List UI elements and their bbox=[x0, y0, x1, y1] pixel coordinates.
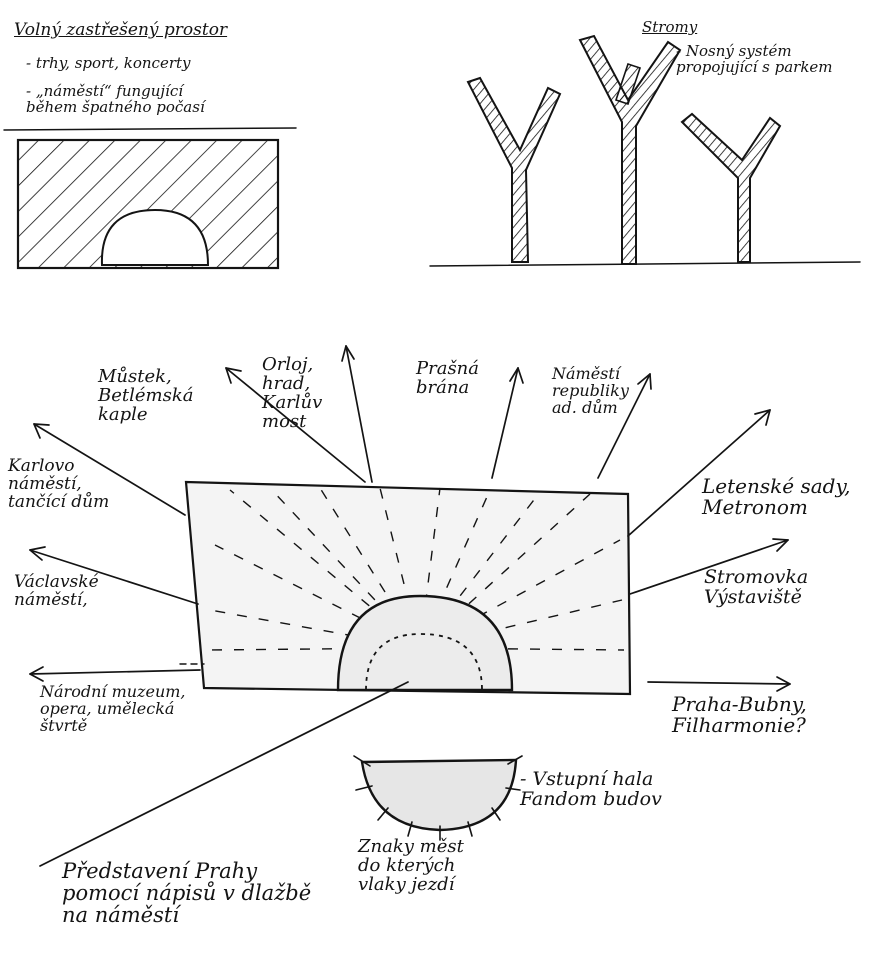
label-vaclavske: Václavské náměstí, bbox=[14, 574, 99, 610]
label-city-emblems: Znaky měst do kterých vlaky jezdí bbox=[358, 838, 464, 895]
label-entrance-hall: - Vstupní hala Fandom budov bbox=[520, 770, 662, 810]
label-letenske: Letenské sady, Metronom bbox=[702, 476, 850, 518]
label-hrad: Orloj, hrad, Karlův most bbox=[262, 356, 322, 432]
label-bubny: Praha-Bubny, Filharmonie? bbox=[672, 694, 807, 736]
central-plan bbox=[180, 482, 630, 694]
label-republiky: Náměstí republiky ad. dům bbox=[552, 366, 629, 416]
trees-note: - Nosný systém propojující s parkem bbox=[676, 44, 833, 76]
trees-title: Stromy bbox=[642, 20, 697, 36]
roofed-space-bullet-2: - „náměstí“ fungující během špatného poč… bbox=[26, 84, 205, 116]
roof-section-sketch bbox=[4, 128, 296, 268]
label-narodni: Národní muzeum, opera, umělecká štvrtě bbox=[40, 684, 186, 734]
label-prasna: Prašná brána bbox=[416, 360, 479, 398]
label-stromovka: Stromovka Výstaviště bbox=[704, 568, 808, 608]
tree-column-2 bbox=[580, 36, 680, 264]
tree-column-1 bbox=[468, 78, 560, 262]
roofed-space-title: Volný zastřešený prostor bbox=[14, 22, 227, 40]
entrance-hall-sketch bbox=[354, 756, 522, 840]
tree-column-3 bbox=[682, 114, 780, 262]
roofed-space-bullet-1: - trhy, sport, koncerty bbox=[26, 56, 191, 72]
label-mustek: Můstek, Betlémská kaple bbox=[98, 368, 193, 425]
label-prague-intro: Představení Prahy pomocí nápisů v dlažbě… bbox=[62, 860, 311, 926]
label-karlovo: Karlovo náměstí, tančící dům bbox=[8, 458, 109, 512]
